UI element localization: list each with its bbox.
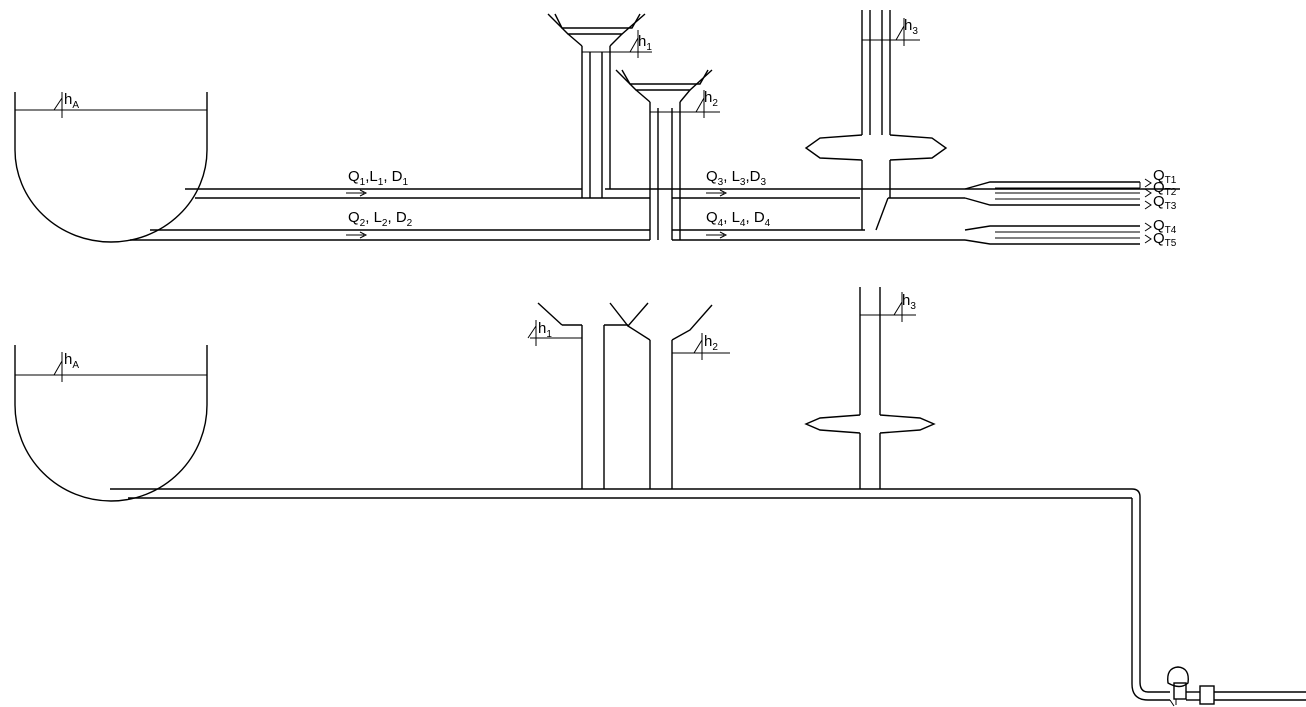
tank-3-top: h3 — [804, 10, 948, 231]
tank-1-level-label: h1 — [538, 320, 552, 340]
pipe-4-label: Q4, L4, D4 — [706, 209, 771, 229]
outlet-label: QT1 — [1153, 167, 1177, 186]
tank-2-level-label: h2 — [704, 89, 718, 109]
tank-1-top: h1 — [547, 13, 652, 198]
side-view: hA h1 h2 — [14, 287, 1306, 707]
outlet-label: QT3 — [1153, 193, 1177, 212]
outlet-label: QT4 — [1153, 217, 1177, 236]
reservoir-level-label: hA — [64, 351, 79, 371]
pipe-1 — [185, 188, 1180, 199]
main-pipe — [110, 488, 1170, 701]
tank-3-side: h3 — [804, 287, 936, 489]
tank-3-level-label: h3 — [904, 17, 918, 37]
reservoir-a-top: hA — [14, 91, 208, 243]
reservoir-a-side: hA — [14, 345, 208, 502]
reservoir-level-label: hA — [64, 91, 79, 111]
outlet-label: QT2 — [1153, 179, 1177, 198]
tank-3-level-label: h3 — [902, 292, 916, 312]
pipe-2 — [130, 229, 965, 241]
tank-2-level-label: h2 — [704, 333, 718, 353]
valve-icon — [1167, 666, 1306, 707]
tank-2-side: h2 — [604, 302, 730, 489]
tank-2-top: h2 — [615, 69, 720, 240]
outlet-manifold — [964, 178, 1152, 245]
pipe-3-label: Q3, L3,D3 — [706, 168, 767, 188]
flow-arrow — [346, 189, 728, 239]
pipe-2-label: Q2, L2, D2 — [348, 209, 413, 229]
pipe-1-label: Q1,L1, D1 — [348, 168, 409, 188]
tank-1-side: h1 — [527, 302, 605, 489]
top-view: hA Q1,L1, D1 Q2, L2, D2 Q3, L3,D3 Q4, L — [14, 10, 1180, 249]
outlet-label: QT5 — [1153, 230, 1177, 249]
tank-1-level-label: h1 — [638, 33, 652, 53]
